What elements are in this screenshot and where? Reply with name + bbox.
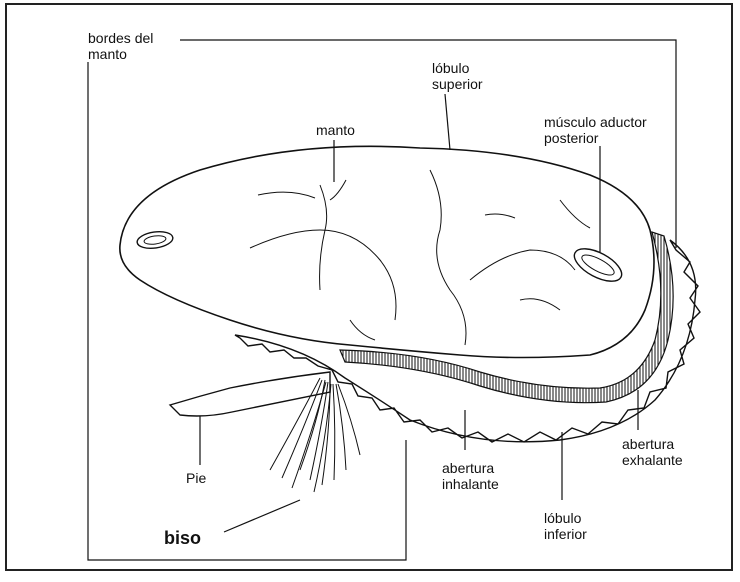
label-lobulo-inferior: lóbulo inferior <box>544 510 587 542</box>
label-abertura-exhalante: abertura exhalante <box>622 436 683 468</box>
label-biso: biso <box>164 528 201 548</box>
label-musculo-aductor: músculo aductor posterior <box>544 114 647 146</box>
label-manto: manto <box>316 122 355 138</box>
label-pie: Pie <box>186 470 206 486</box>
label-bordes-del-manto: bordes del manto <box>88 30 153 62</box>
mantle <box>120 146 654 357</box>
foot <box>170 372 330 416</box>
label-abertura-inhalante: abertura inhalante <box>442 460 499 492</box>
label-lobulo-superior: lóbulo superior <box>432 60 483 92</box>
